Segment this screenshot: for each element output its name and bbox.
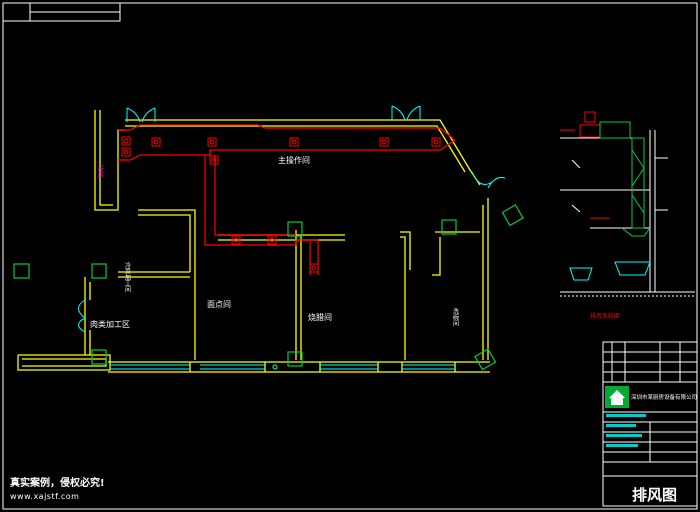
room-label-pastry: 面点间	[207, 300, 231, 309]
company-house-logo-icon	[605, 386, 629, 408]
title-block-company: 深圳市某厨房设备有限公司	[631, 393, 697, 401]
structural-columns	[13, 204, 524, 371]
copyright-watermark: 真实案例，侵权必究!	[10, 478, 105, 489]
duct-diffusers	[121, 136, 441, 273]
drawing-title: 排风图	[632, 486, 678, 504]
exhaust-duct-network	[118, 124, 456, 275]
floor-plan-walls	[17, 110, 490, 373]
room-label-main-operation: 主操作间	[278, 155, 310, 165]
website-link[interactable]: www.xajstf.com	[10, 492, 80, 501]
title-block-field-bars	[606, 414, 646, 447]
room-label-wash: 洗碗间	[452, 307, 459, 327]
room-label-cooking: 烧腊间	[308, 312, 332, 322]
room-label-meat-processing: 肉类加工区	[90, 319, 130, 329]
title-block	[602, 341, 698, 507]
system-diagram-caption: 排风系统图	[590, 312, 620, 320]
window-glazing	[110, 364, 455, 370]
door-symbols	[78, 105, 506, 333]
exhaust-system-diagram	[560, 111, 695, 297]
room-label-storage: 库房	[97, 164, 104, 178]
room-label-cold-room: 冷菜加工间	[124, 261, 131, 293]
